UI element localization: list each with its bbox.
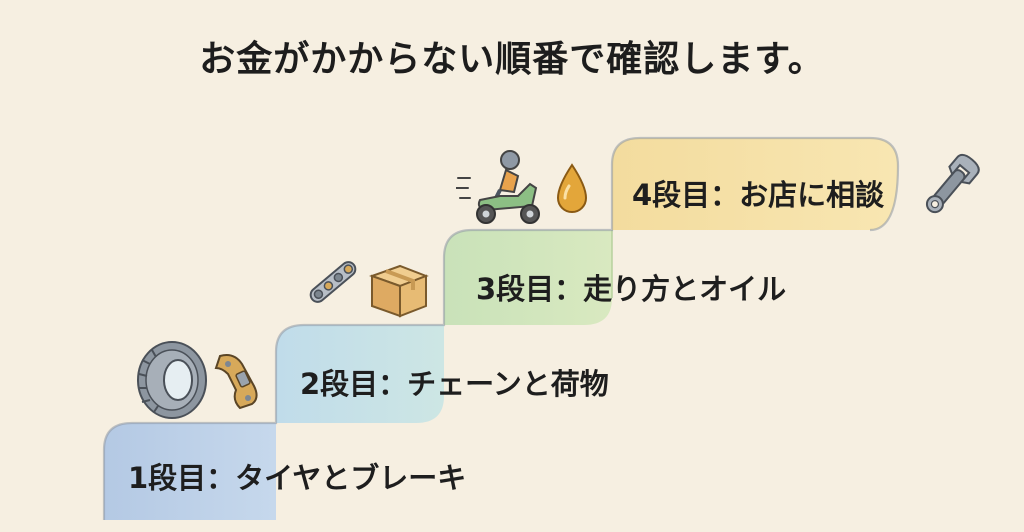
brake-caliper-icon	[214, 354, 258, 410]
step-3-label: 3段目：走り方とオイル	[476, 272, 787, 306]
step-1-label: 1段目：タイヤとブレーキ	[128, 461, 467, 495]
page-title: お金がかからない順番で確認します。	[199, 39, 825, 80]
chain-icon	[309, 261, 357, 303]
step-4-block	[612, 138, 898, 230]
cardboard-box-icon	[369, 264, 429, 318]
step-1-block	[104, 423, 276, 520]
wrench-icon	[925, 153, 980, 214]
step-2-label: 2段目：チェーンと荷物	[300, 367, 609, 401]
tire-icon	[137, 341, 207, 419]
step-2-block	[276, 325, 444, 423]
oil-drop-icon	[556, 163, 588, 213]
step-3-block	[444, 230, 612, 325]
scooter-rider-icon	[456, 150, 540, 224]
step-4-label: 4段目：お店に相談	[632, 178, 885, 212]
